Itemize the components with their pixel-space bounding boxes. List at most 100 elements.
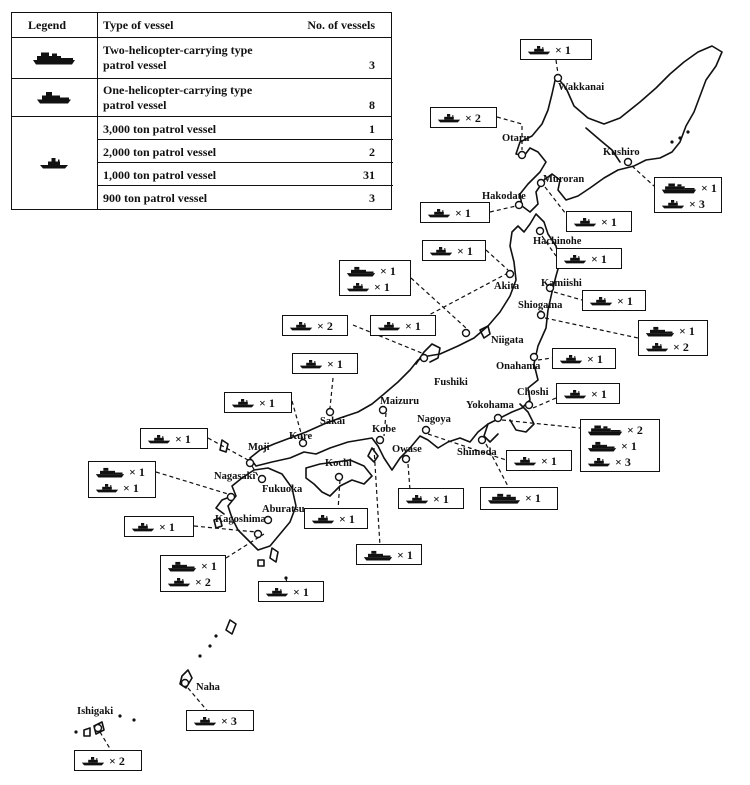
vessel-count-row: × 1 (527, 42, 571, 58)
two-helicopter-vessel-icon (32, 51, 76, 65)
vessel-count: × 1 (374, 279, 390, 294)
vessel-count: × 1 (201, 558, 217, 573)
vessel-count: × 1 (339, 511, 355, 526)
city-label: Aburatsu (262, 504, 305, 515)
legend-type-2a: One-helicopter-carrying type (103, 83, 253, 97)
iriomote-island (83, 727, 91, 737)
port-marker-kamiishi (545, 283, 555, 293)
legend-type-1a: Two-helicopter-carrying type (103, 43, 253, 57)
vessel-box-niigata: × 1 (370, 315, 436, 336)
vessel-count: × 1 (679, 323, 695, 338)
vessel-count: × 1 (455, 205, 471, 220)
vessel-box-kagoshima: × 1× 2 (160, 555, 226, 592)
vessel-count: × 1 (591, 251, 607, 266)
port-marker-sakai (325, 407, 335, 417)
vessel-count: × 1 (587, 351, 603, 366)
goto-islands (213, 517, 223, 529)
port-marker-maizuru (378, 405, 388, 415)
vessel-count-row: × 2 (587, 422, 643, 438)
vessel-box-shiogama: × 1× 2 (638, 320, 708, 356)
legend-type-5: 1,000 ton patrol vessel (103, 168, 217, 182)
vessel-count: × 3 (615, 454, 631, 469)
hokkaido-inner-lake (585, 127, 621, 163)
patrol-vessel-icon (563, 254, 587, 264)
patrol-vessel-icon (429, 246, 453, 256)
city-label: Kushiro (603, 147, 640, 158)
vessel-count-row: × 1 (513, 453, 557, 469)
patrol-vessel-icon (405, 494, 429, 504)
one-helicopter-vessel-icon (36, 91, 72, 104)
vessel-count: × 1 (327, 356, 343, 371)
vessel-count: × 1 (123, 480, 139, 495)
one-helicopter-vessel-icon (95, 467, 125, 478)
port-marker-akita (505, 269, 515, 279)
vessel-count: × 3 (221, 713, 237, 728)
vessel-count-row: × 1 (131, 519, 175, 535)
patrol-vessel-icon (311, 514, 335, 524)
port-marker-otaru (517, 150, 527, 160)
port-marker-kobe (375, 435, 385, 445)
vessel-box-maizuru: × 1 (292, 353, 358, 374)
legend-count-1: 3 (369, 58, 375, 72)
vessel-count-row: × 2 (81, 753, 125, 769)
legend-type-1b: patrol vessel (103, 58, 167, 72)
city-label: Choshi (517, 387, 549, 398)
port-marker-kochi (334, 472, 344, 482)
patrol-vessel-icon (645, 342, 669, 352)
legend-type-4: 2,000 ton patrol vessel (103, 145, 217, 159)
patrol-vessel-icon (167, 577, 191, 587)
port-marker-choshi (524, 400, 534, 410)
vessel-count-row: × 2 (289, 318, 333, 334)
vessel-box-wakkanai: × 1 (520, 39, 592, 60)
vessel-count-row: × 1 (563, 386, 607, 402)
vessel-count-row: × 2 (437, 110, 481, 126)
yakushima-island (257, 559, 265, 567)
patrol-vessel-icon (527, 45, 551, 55)
vessel-count: × 1 (405, 318, 421, 333)
port-marker-yokohama (493, 413, 503, 423)
city-label: Kochi (325, 458, 352, 469)
two-helicopter-vessel-icon (661, 182, 697, 194)
ishigaki-island (93, 721, 105, 735)
legend-type-6: 900 ton patrol vessel (103, 191, 208, 205)
patrol-vessel-icon (346, 282, 370, 292)
vessel-box-south: × 1 (258, 581, 324, 602)
vessel-count-row: × 3 (587, 454, 631, 470)
vessel-count-row: × 1 (405, 491, 449, 507)
vessel-box-kushiro: × 1× 3 (654, 177, 722, 213)
vessel-count: × 1 (525, 490, 541, 505)
vessel-box-shimoda: × 1 (480, 487, 558, 510)
vessel-count-row: × 1 (95, 464, 145, 480)
legend-count-5: 31 (363, 168, 375, 182)
city-label: Sakai (320, 416, 346, 427)
vessel-count: × 1 (457, 243, 473, 258)
one-helicopter-vessel-icon (167, 561, 197, 572)
city-label: Wakkanai (558, 82, 605, 93)
patrol-vessel-icon (587, 457, 611, 467)
patrol-vessel-icon (661, 199, 685, 209)
city-label: Niigata (491, 335, 524, 346)
legend-type-3: 3,000 ton patrol vessel (103, 122, 217, 136)
vessel-box-kochi: × 1 (304, 508, 368, 529)
port-marker-onahama (529, 352, 539, 362)
boso-peninsula (509, 403, 535, 433)
vessel-count-row: × 1 (559, 351, 603, 367)
vessel-legend-table: Legend Type of vessel No. of vessels Two… (11, 12, 393, 210)
city-label: Naha (196, 682, 220, 693)
city-label: Kagoshima (215, 514, 266, 525)
port-marker-wakkanai (553, 73, 563, 83)
3000-ton-vessel-icon (487, 493, 521, 504)
patrol-vessel-icon (559, 354, 583, 364)
vessel-count-row: × 2 (167, 574, 211, 590)
port-marker-niigata (461, 328, 471, 338)
city-label: Maizuru (380, 396, 420, 407)
city-label: Hakodate (482, 191, 526, 202)
vessel-box-nagoya: × 1 (506, 450, 572, 471)
vessel-count: × 1 (541, 453, 557, 468)
vessel-count: × 1 (601, 214, 617, 229)
patrol-vessel-icon (193, 716, 217, 726)
city-label: Owase (392, 444, 422, 455)
city-label: Shimoda (457, 447, 497, 458)
vessel-count: × 2 (195, 574, 211, 589)
